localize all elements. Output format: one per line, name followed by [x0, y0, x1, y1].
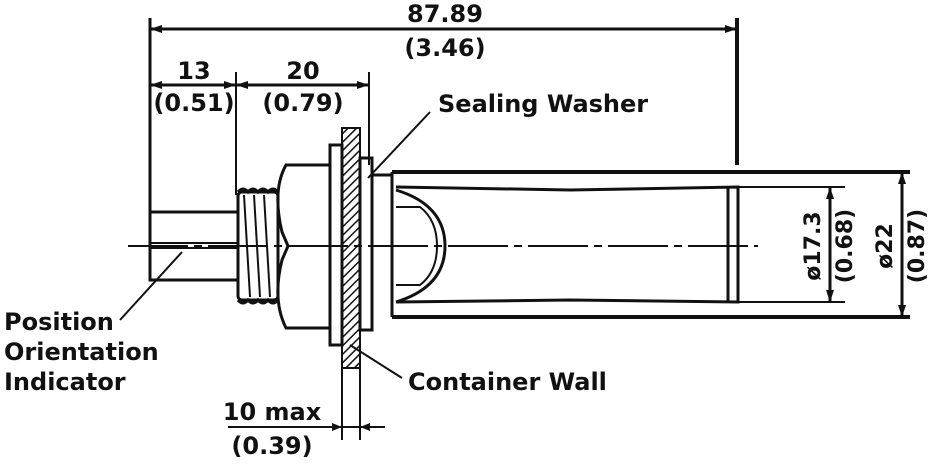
indicator-dim-in: (0.51) [153, 89, 234, 117]
overall-dim-in: (3.46) [404, 34, 485, 62]
inner-dia-in: (0.68) [833, 209, 858, 283]
wall-thickness-dimension: 10 max (0.39) [223, 340, 385, 460]
overall-dimension: 87.89 (3.46) [148, 0, 739, 250]
thread-section [236, 187, 280, 305]
sensor-body [372, 170, 910, 319]
segment-dimensions: 13 (0.51) 20 (0.79) [150, 57, 370, 195]
position-label-line3: Indicator [4, 368, 126, 396]
hex-nut [276, 163, 332, 330]
container-wall [341, 127, 361, 369]
indicator-dim-mm: 13 [177, 57, 210, 85]
wall-dim-mm: 10 max [223, 398, 322, 426]
wall-dim-in: (0.39) [231, 432, 312, 460]
thread-dim-in: (0.79) [262, 89, 343, 117]
diameter-dimensions: ø17.3 (0.68) ø22 (0.87) [738, 172, 930, 317]
sealing-washer [358, 156, 374, 332]
outer-dia-in: (0.87) [905, 209, 930, 283]
position-label-line1: Position [4, 308, 114, 336]
container-wall-label: Container Wall [408, 368, 607, 396]
outer-dia-mm: ø22 [873, 223, 898, 269]
inner-dia-mm: ø17.3 [801, 211, 826, 280]
overall-dim-mm: 87.89 [407, 0, 483, 28]
callouts: Sealing Washer Container Wall Position O… [4, 90, 648, 396]
sealing-washer-label: Sealing Washer [438, 90, 648, 118]
thread-dim-mm: 20 [286, 57, 319, 85]
position-label-line2: Orientation [4, 338, 159, 366]
